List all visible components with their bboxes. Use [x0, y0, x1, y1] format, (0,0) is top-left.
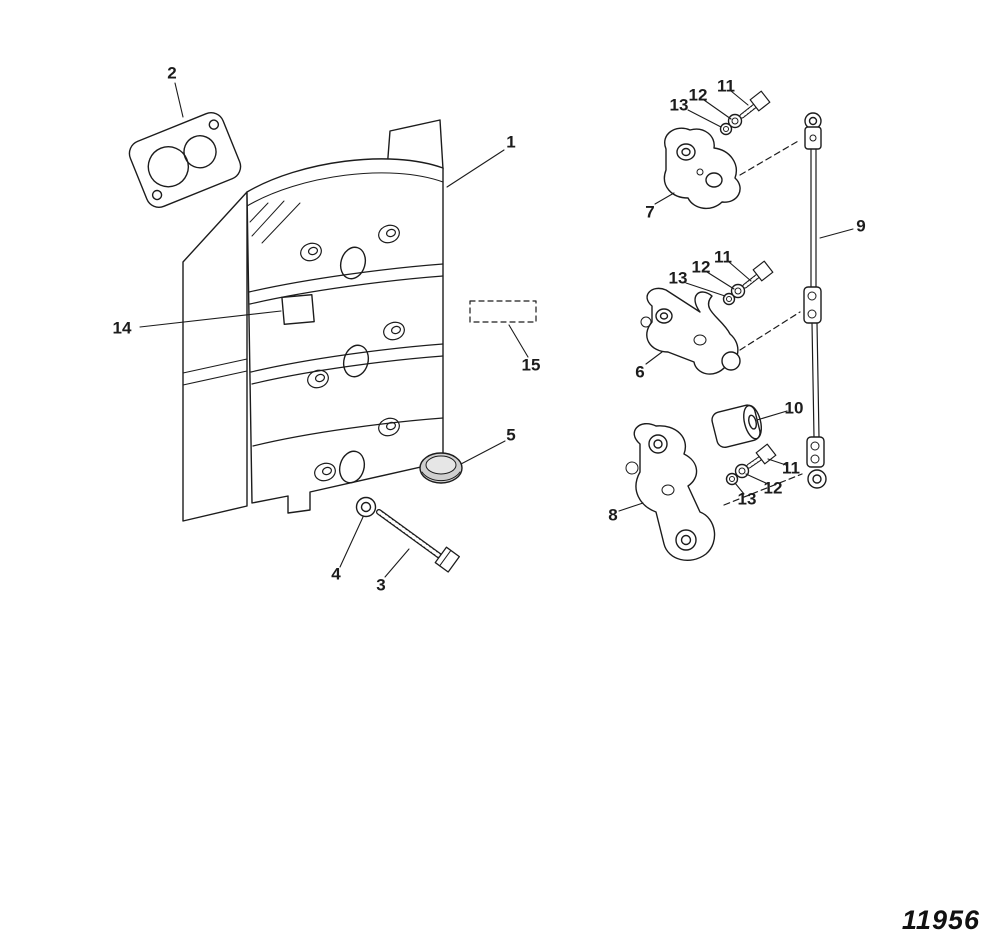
callout-9: 9 [856, 216, 866, 236]
exhaust-plate [182, 119, 444, 522]
callout-11-bot: 11 [782, 458, 800, 478]
callout-7: 7 [645, 202, 655, 222]
link-rod [803, 112, 827, 489]
figure-number: 11956 [901, 905, 980, 935]
callout-12-bot: 12 [763, 478, 783, 498]
gasket [128, 112, 242, 208]
callout-10: 10 [784, 398, 804, 418]
bolt [376, 509, 460, 573]
callout-14: 14 [112, 318, 132, 338]
spacer [711, 404, 763, 449]
decal-area [281, 294, 315, 325]
callout-2: 2 [167, 63, 177, 83]
screw-washer-set-top [719, 90, 771, 136]
callout-8: 8 [608, 505, 618, 525]
callout-11-mid: 11 [714, 247, 732, 267]
lower-bracket [625, 423, 716, 562]
callout-4: 4 [331, 564, 341, 584]
callout-12-mid: 12 [691, 257, 711, 277]
shift-lever [640, 287, 741, 375]
dashed-outline [469, 300, 537, 323]
callout-13-mid: 13 [668, 268, 688, 288]
callout-1: 1 [506, 132, 516, 152]
callout-13-bot: 13 [737, 489, 757, 509]
callout-5: 5 [506, 425, 516, 445]
leader-lines [139, 82, 854, 578]
callout-12-top: 12 [688, 85, 708, 105]
callout-3: 3 [376, 575, 386, 595]
washer [355, 496, 377, 518]
callout-13-top: 13 [669, 95, 689, 115]
callout-11-top: 11 [717, 76, 735, 96]
assembly-dashed-lines [723, 139, 803, 506]
screw-washer-set-middle [722, 260, 774, 306]
callout-15: 15 [521, 355, 541, 375]
upper-clamp-lever [663, 127, 741, 209]
callout-6: 6 [635, 362, 645, 382]
screw-washer-set-bottom [725, 443, 777, 486]
plug [419, 452, 463, 484]
